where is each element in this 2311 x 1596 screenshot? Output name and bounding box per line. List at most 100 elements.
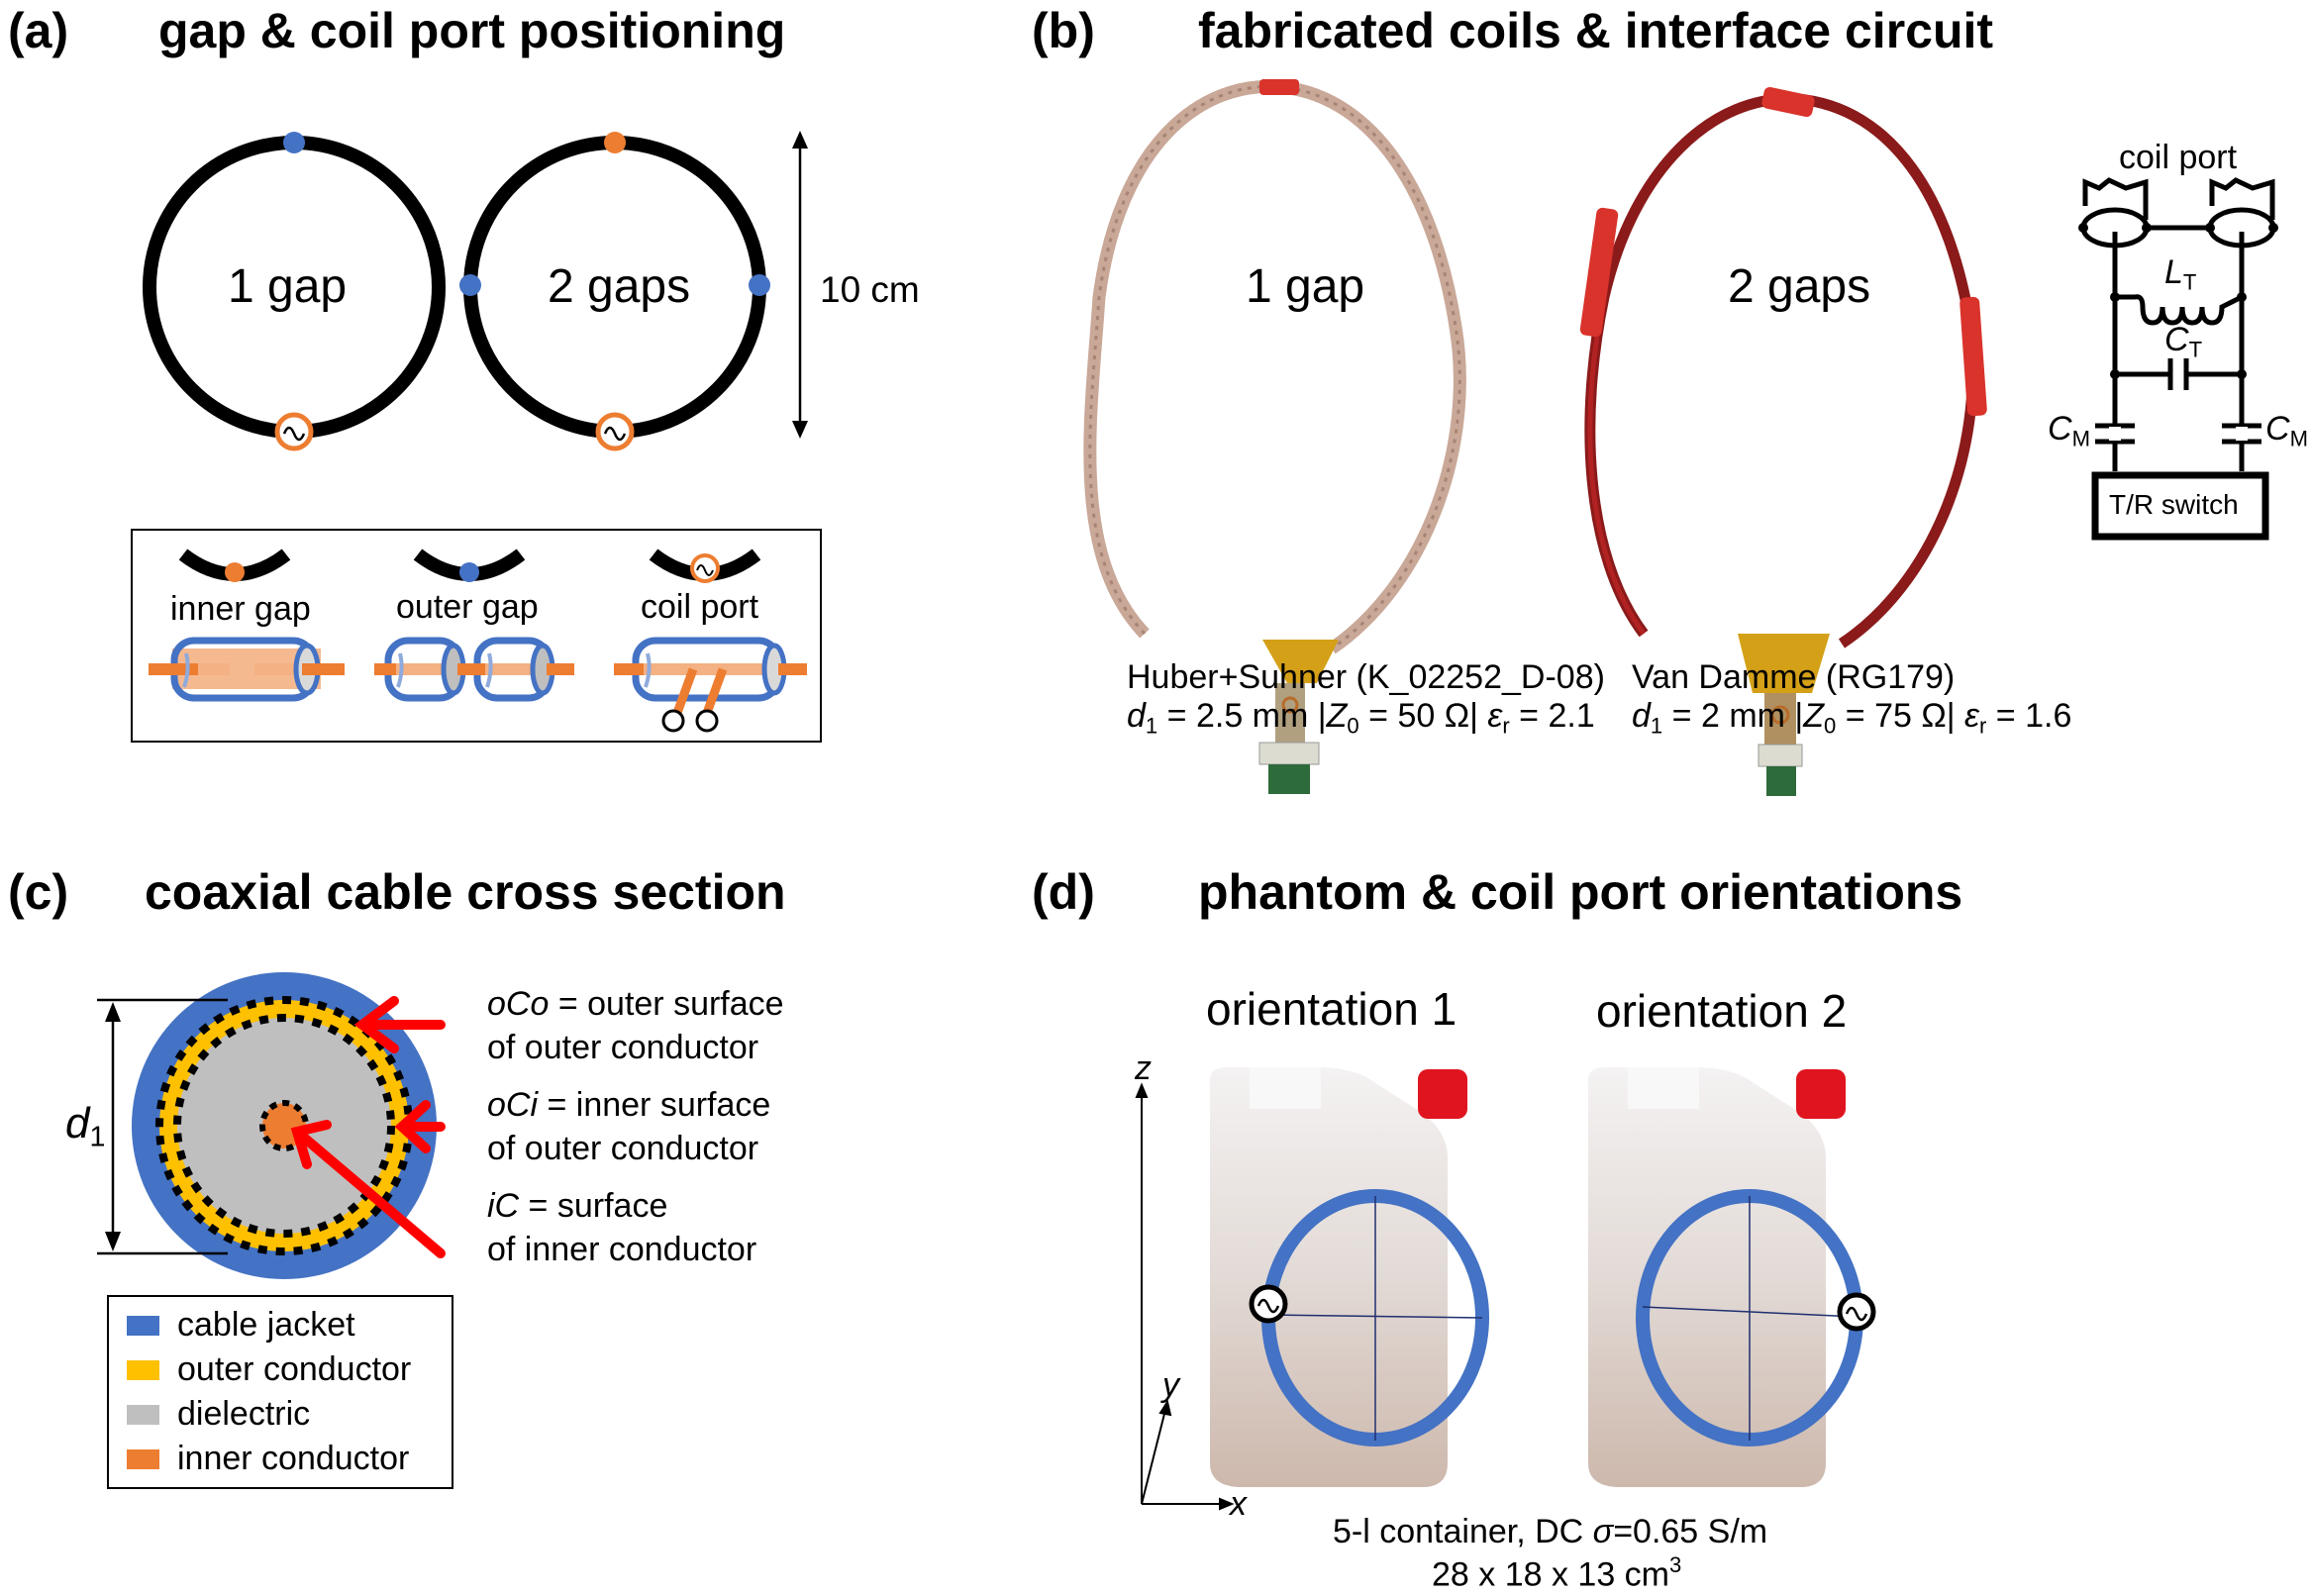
tune-cap-label: CT <box>2164 321 2203 362</box>
annotation-oCi: oCi = inner surface of outer conductor <box>487 1086 771 1167</box>
panel-c-label: (c) <box>8 864 69 920</box>
legend-item-dielectric: dielectric <box>109 1392 452 1437</box>
legend-item-inner-conductor: inner conductor <box>109 1437 452 1481</box>
arrow-iC <box>292 1127 446 1258</box>
legend-coil-port-label: coil port <box>641 588 759 626</box>
swatch-inner-conductor <box>127 1448 159 1469</box>
gap-tape-right <box>1959 296 1987 417</box>
inner-gap-marker <box>225 562 245 582</box>
arrow-oCi-head <box>394 1100 431 1153</box>
gap-tape <box>1259 79 1299 95</box>
phantom-container-2 <box>1588 1067 1876 1487</box>
panel-b-label: (b) <box>1032 3 1095 58</box>
panel-d-label: (d) <box>1032 864 1095 920</box>
panel-a-label: (a) <box>8 3 69 58</box>
inner-gap-cylinder <box>149 637 345 702</box>
connector-right <box>2209 177 2275 220</box>
pcb-connector <box>1766 766 1796 796</box>
d1-label: d1 <box>65 1099 106 1153</box>
coil-photo-2-gaps <box>1579 86 1987 796</box>
inner-gap-marker <box>604 132 626 153</box>
y-axis-label: y <box>1162 1366 1179 1404</box>
photo-coil-2-label: 2 gaps <box>1728 260 1871 313</box>
gap-tape-left <box>1579 207 1619 338</box>
red-cap <box>1418 1069 1467 1119</box>
dimension-label: 10 cm <box>820 269 920 310</box>
coil-port-icon <box>595 412 635 451</box>
circuit-coil-port-label: coil port <box>2119 139 2238 176</box>
red-cap <box>1796 1069 1846 1119</box>
coil-port-icon <box>1837 1292 1876 1332</box>
panel-d-title: phantom & coil port orientations <box>1198 864 1963 920</box>
coil-port-icon <box>274 412 314 451</box>
phantom-caption-line1: 5-l container, DC σ=0.65 S/m <box>1333 1513 1768 1550</box>
panel-b-title: fabricated coils & interface circuit <box>1198 3 1994 58</box>
legend-label: dielectric <box>177 1395 311 1433</box>
annotation-iC: iC = surface of inner conductor <box>487 1187 757 1268</box>
panel-c-title: coaxial cable cross section <box>145 864 786 920</box>
coil-2-specs: d1 = 2 mm |Z0 = 75 Ω| εr = 1.6 <box>1632 697 2072 739</box>
handle <box>1250 1067 1321 1109</box>
z-axis-label: z <box>1135 1049 1152 1087</box>
legend-item-cable-jacket: cable jacket <box>109 1303 452 1347</box>
legend-inner-gap-label: inner gap <box>170 590 311 628</box>
connector-left <box>2082 177 2149 220</box>
legend-outer-gap-label: outer gap <box>396 588 539 626</box>
dimension-d1 <box>97 998 228 1255</box>
oCi-surface <box>173 1014 395 1238</box>
swatch-cable-jacket <box>127 1315 159 1336</box>
orientation-2-label: orientation 2 <box>1596 985 1848 1037</box>
swatch-outer-conductor <box>127 1359 159 1380</box>
layer-legend: cable jacket outer conductor dielectric … <box>107 1295 453 1489</box>
phantom-container-1 <box>1210 1067 1489 1487</box>
gap-tape <box>1761 86 1815 118</box>
x-axis-label: x <box>1230 1485 1247 1523</box>
legend-label: cable jacket <box>177 1306 355 1344</box>
outer-gap-marker-right <box>749 274 770 296</box>
arrow-oCo-head <box>353 996 399 1053</box>
outer-gap-marker <box>459 562 479 582</box>
legend-label: outer conductor <box>177 1350 412 1388</box>
tr-switch-label: T/R switch <box>2109 489 2239 520</box>
match-cap-left-label: CM <box>2048 410 2090 451</box>
coordinate-axes <box>1135 1082 1235 1511</box>
coil-photo-1-gap <box>1083 79 1466 794</box>
tuning-inductor <box>2115 294 2244 326</box>
annotation-oCo: oCo = outer surface of outer conductor <box>487 985 784 1066</box>
outer-gap-cylinders <box>374 637 574 702</box>
coil-1-manufacturer: Huber+Suhner (K_02252_D-08) <box>1127 658 1605 696</box>
panel-a-title: gap & coil port positioning <box>158 3 786 58</box>
dimension-arrow-10cm <box>792 131 808 439</box>
coil-2-label: 2 gaps <box>548 260 691 313</box>
legend-item-outer-conductor: outer conductor <box>109 1347 452 1392</box>
pcb-connector <box>1268 764 1310 794</box>
red-arrows <box>290 996 446 1258</box>
arrow-iC-head <box>290 1120 332 1169</box>
coil-1-specs: d1 = 2.5 mm |Z0 = 50 Ω| εr = 2.1 <box>1127 697 1595 739</box>
tr-switch-box <box>2091 471 2269 541</box>
coil-port-icon <box>690 553 720 583</box>
coil-1-label: 1 gap <box>228 260 348 313</box>
coil-port-icon <box>1249 1284 1288 1324</box>
handle <box>1628 1067 1699 1109</box>
match-cap-right-label: CM <box>2265 410 2308 451</box>
kapton-tape <box>1738 634 1830 693</box>
kapton-tape <box>1262 640 1339 683</box>
legend-label: inner conductor <box>177 1440 410 1477</box>
photo-coil-1-label: 1 gap <box>1246 260 1365 313</box>
orientation-1-label: orientation 1 <box>1206 983 1457 1035</box>
outer-gap-marker-left <box>459 274 481 296</box>
coil-2-manufacturer: Van Damme (RG179) <box>1632 658 1956 696</box>
phantom-caption-line2: 28 x 18 x 13 cm3 <box>1432 1552 1682 1594</box>
terminal-left <box>661 709 685 733</box>
swatch-dielectric <box>127 1404 159 1425</box>
inductor-label: LT <box>2164 253 2197 295</box>
coil-port-cylinder <box>614 637 807 733</box>
y-axis <box>1141 1409 1166 1505</box>
